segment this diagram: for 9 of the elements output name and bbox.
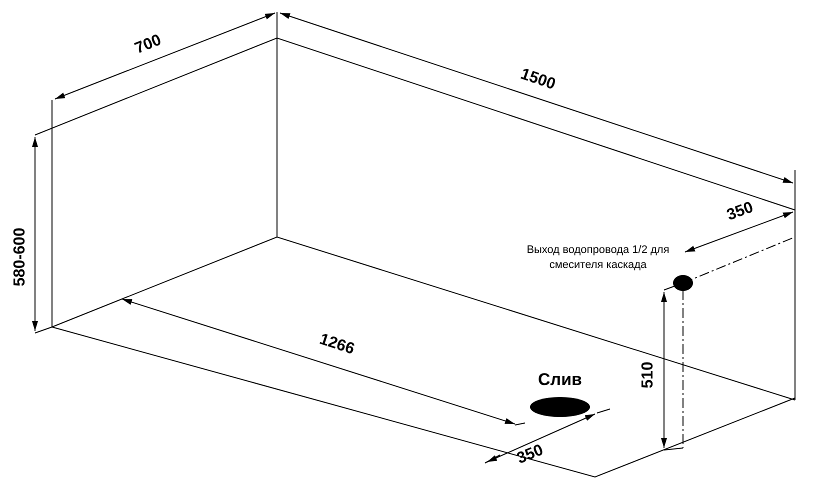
dimension-label: 700 [132, 32, 164, 58]
dimension-label: 580-600 [10, 228, 29, 286]
dimension-label: 350 [724, 198, 756, 226]
part-label: Слив [538, 370, 582, 390]
dimension-label: 1266 [317, 330, 356, 360]
dimension-label: 510 [638, 362, 657, 388]
dimension-label: 1500 [518, 66, 558, 94]
note-text: Выход водопровода 1/2 для смесителя каскада [526, 243, 670, 273]
dimension-label: 350 [514, 442, 546, 468]
